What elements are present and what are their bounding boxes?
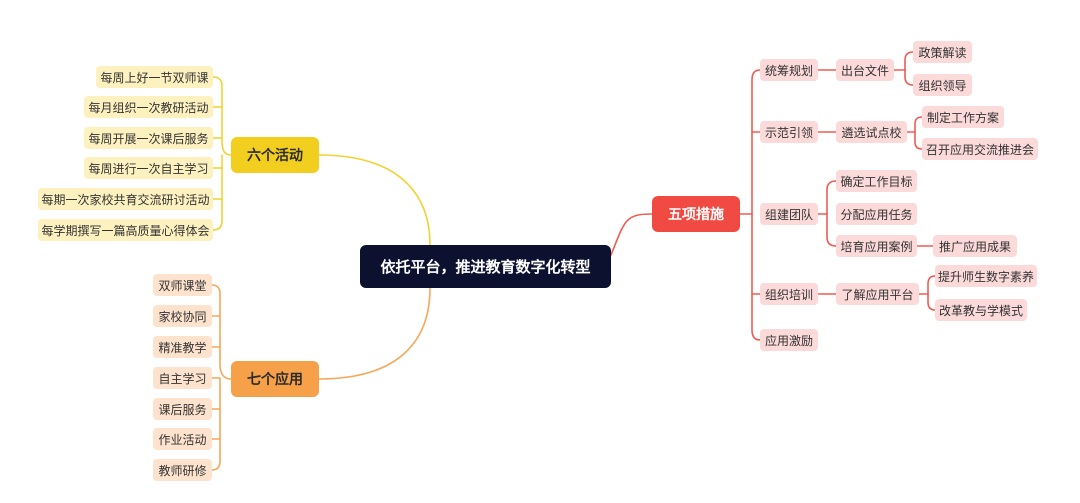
branch-five-measures[interactable]: 五项措施 — [652, 196, 740, 232]
application-item[interactable]: 自主学习 — [153, 367, 212, 389]
line-center-five — [610, 213, 653, 256]
measure-item[interactable]: 示范引领 — [760, 121, 818, 143]
activity-item[interactable]: 每周开展一次课后服务 — [84, 127, 213, 149]
measure-leaf[interactable]: 召开应用交流推进会 — [922, 138, 1038, 160]
measure-leaf[interactable]: 组织领导 — [913, 74, 972, 96]
application-item[interactable]: 双师课堂 — [153, 274, 212, 296]
measure-leaf[interactable]: 提升师生数字素养 — [935, 265, 1037, 287]
measure-leaf[interactable]: 推广应用成果 — [933, 235, 1017, 257]
application-item[interactable]: 精准教学 — [153, 336, 212, 358]
measure-leaf[interactable]: 政策解读 — [913, 41, 972, 63]
activity-item[interactable]: 每周进行一次自主学习 — [84, 157, 213, 179]
line-six-spine — [212, 76, 232, 156]
measure-sub-item[interactable]: 分配应用任务 — [836, 203, 917, 225]
measure-leaf[interactable]: 制定工作方案 — [922, 106, 1004, 128]
activity-item[interactable]: 每周上好一节双师课 — [96, 66, 213, 88]
measure-leaf[interactable]: 改革教与学模式 — [935, 299, 1027, 321]
measure-sub-item[interactable]: 确定工作目标 — [836, 170, 917, 192]
line-seven-spine — [211, 284, 232, 380]
measure-item[interactable]: 组织培训 — [760, 283, 818, 305]
measure-item[interactable]: 统筹规划 — [760, 59, 818, 81]
application-item[interactable]: 家校协同 — [153, 305, 212, 327]
activity-item[interactable]: 每期一次家校共育交流研讨活动 — [38, 188, 213, 210]
application-item[interactable]: 课后服务 — [153, 398, 212, 420]
branch-six-activities[interactable]: 六个活动 — [231, 137, 319, 173]
line-center-six — [318, 154, 431, 246]
measure-sub-item[interactable]: 遴选试点校 — [836, 121, 907, 143]
application-item[interactable]: 作业活动 — [153, 428, 212, 450]
branch-seven-applications[interactable]: 七个应用 — [231, 361, 319, 397]
activity-item[interactable]: 每月组织一次教研活动 — [84, 96, 213, 118]
measure-item[interactable]: 应用激励 — [760, 329, 818, 351]
line-center-seven — [318, 287, 431, 380]
measure-sub-item[interactable]: 了解应用平台 — [836, 283, 919, 305]
central-topic[interactable]: 依托平台，推进教育数字化转型 — [360, 245, 611, 288]
measure-sub-item[interactable]: 培育应用案例 — [836, 235, 917, 257]
measure-sub-item[interactable]: 出台文件 — [836, 59, 894, 81]
activity-item[interactable]: 每学期撰写一篇高质量心得体会 — [38, 219, 213, 241]
application-item[interactable]: 教师研修 — [153, 459, 212, 481]
measure-item[interactable]: 组建团队 — [760, 203, 818, 225]
